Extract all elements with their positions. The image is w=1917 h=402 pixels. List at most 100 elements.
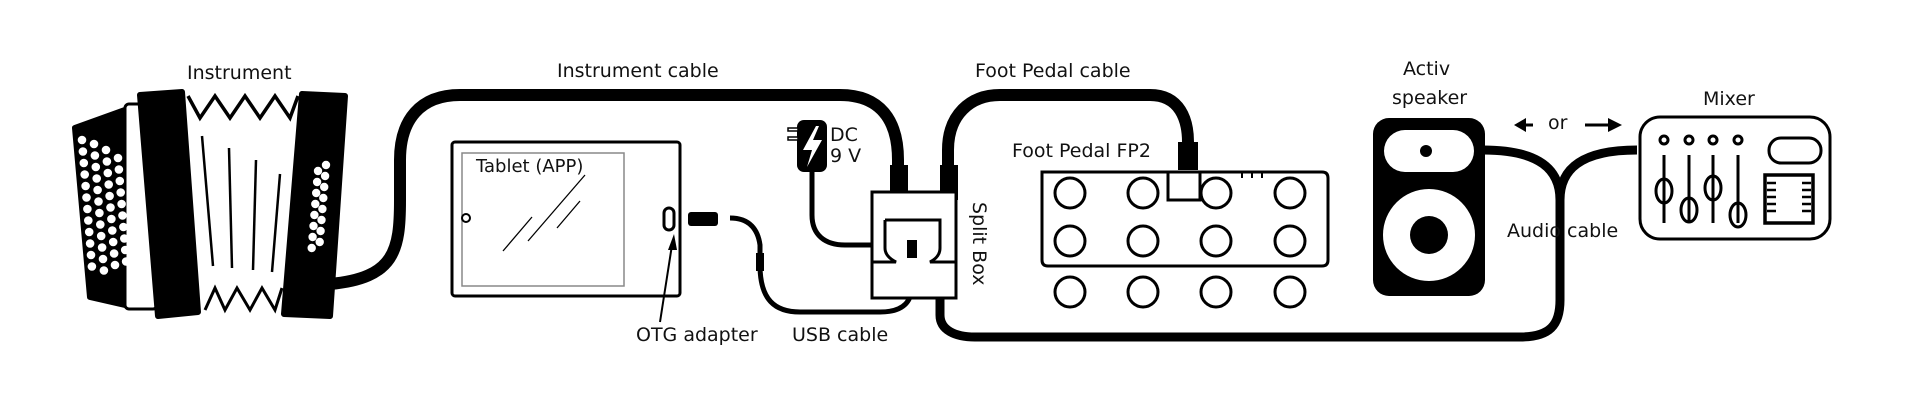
- foot-pedal-switch: [1273, 224, 1307, 258]
- accordion-button: [86, 250, 96, 260]
- foot-pedal-switch: [1126, 224, 1160, 258]
- accordion-button: [312, 188, 321, 198]
- foot-pedal-switch: [1053, 275, 1087, 309]
- accordion-button: [310, 210, 319, 220]
- accordion-button: [96, 231, 106, 241]
- accordion-button: [93, 185, 102, 195]
- accordion-button: [309, 221, 318, 231]
- or-label: or: [1548, 112, 1568, 134]
- foot-pedal-cable: [942, 89, 1194, 170]
- mixer-icon: [1638, 115, 1832, 241]
- accordion-button: [90, 151, 100, 160]
- usb-cable-label: USB cable: [792, 324, 889, 346]
- speaker-label-line1: Activ: [1403, 58, 1451, 80]
- accordion-button: [95, 208, 104, 218]
- accordion-button: [311, 199, 320, 209]
- accordion-button: [308, 232, 317, 242]
- mixer-fader-knob: [1728, 201, 1748, 229]
- accordion-button: [98, 254, 108, 264]
- instrument-cable-label: Instrument cable: [557, 60, 719, 82]
- accordion-button: [105, 191, 114, 201]
- accordion-button: [89, 139, 99, 149]
- accordion-button: [116, 188, 125, 197]
- accordion-button: [84, 227, 94, 237]
- accordion-button: [109, 249, 119, 258]
- tablet-icon: [450, 140, 682, 298]
- accordion-button: [106, 203, 115, 212]
- foot-pedal-icon: [1040, 170, 1330, 309]
- accordion-button: [315, 237, 324, 247]
- accordion-button: [318, 204, 327, 214]
- foot-pedal-switch: [1199, 224, 1233, 258]
- accordion-button: [317, 215, 326, 225]
- or-arrows: [1514, 118, 1622, 132]
- accordion-button: [80, 170, 89, 179]
- foot-pedal-cable-label: Foot Pedal cable: [975, 60, 1131, 82]
- accordion-button: [96, 220, 105, 229]
- accordion-button: [84, 216, 93, 225]
- accordion-button: [108, 226, 117, 235]
- mixer-fader-knob: [1654, 177, 1674, 205]
- accordion-button: [321, 160, 331, 170]
- otg-plug: [688, 212, 718, 226]
- foot-pedal-switch: [1273, 275, 1307, 309]
- foot-pedal-switch: [1126, 176, 1160, 210]
- dc-voltage-label-line2: 9 V: [830, 145, 862, 167]
- accordion-button: [81, 181, 90, 191]
- accordion-button: [320, 182, 329, 192]
- speaker-icon: [1373, 118, 1485, 296]
- accordion-button: [92, 174, 101, 183]
- accordion-button: [110, 260, 120, 270]
- tablet-label: Tablet (APP): [476, 156, 584, 177]
- accordion-button: [91, 162, 101, 172]
- mixer-label: Mixer: [1703, 88, 1755, 110]
- instrument-cable: [329, 89, 904, 290]
- otg-adapter-label: OTG adapter: [636, 324, 758, 346]
- split-box-icon: [870, 190, 958, 300]
- accordion-button: [119, 222, 128, 232]
- usb-cable: [729, 215, 915, 315]
- accordion-button: [83, 204, 92, 214]
- mixer-indicator: [1732, 134, 1744, 146]
- accordion-button: [312, 177, 322, 187]
- foot-pedal-plug-pedal: [1178, 142, 1198, 170]
- instrument-label: Instrument: [187, 62, 292, 84]
- foot-pedal-switch: [1199, 275, 1233, 309]
- split-box-label: Split Box: [968, 202, 990, 286]
- accordion-button: [87, 262, 97, 271]
- accordion-button: [320, 171, 330, 181]
- mixer-indicator: [1707, 134, 1719, 146]
- speaker-label-line2: speaker: [1392, 87, 1468, 109]
- accordion-button: [85, 239, 95, 248]
- foot-pedal-switch: [1053, 176, 1087, 210]
- accordion-button: [115, 176, 125, 186]
- accordion-button: [313, 166, 323, 176]
- mixer-fader-knob: [1679, 196, 1699, 224]
- accordion-icon: [72, 89, 348, 319]
- accordion-button: [102, 157, 112, 166]
- otg-pointer-arrow: [659, 234, 677, 323]
- accordion-button: [107, 214, 116, 224]
- dc-voltage-label-line1: DC: [830, 124, 858, 146]
- accordion-button: [103, 168, 113, 178]
- accordion-button: [113, 153, 123, 163]
- accordion-button: [101, 145, 111, 155]
- foot-pedal-switch: [1199, 176, 1233, 210]
- accordion-button: [99, 266, 109, 275]
- mixer-indicator: [1658, 134, 1670, 146]
- audio-cable-label: Audio cable: [1507, 220, 1619, 242]
- usb-inline-connector: [756, 253, 764, 271]
- accordion-button: [97, 243, 107, 252]
- accordion-button: [319, 193, 328, 203]
- power-adapter-icon: [787, 120, 827, 172]
- accordion-button: [114, 165, 124, 174]
- accordion-button: [120, 234, 129, 243]
- foot-pedal-label: Foot Pedal FP2: [1012, 140, 1151, 162]
- dc-cable: [809, 172, 875, 248]
- accordion-button: [104, 180, 113, 189]
- foot-pedal-switch: [1126, 275, 1160, 309]
- accordion-button: [79, 158, 89, 168]
- accordion-button: [121, 257, 131, 266]
- accordion-button: [78, 147, 88, 156]
